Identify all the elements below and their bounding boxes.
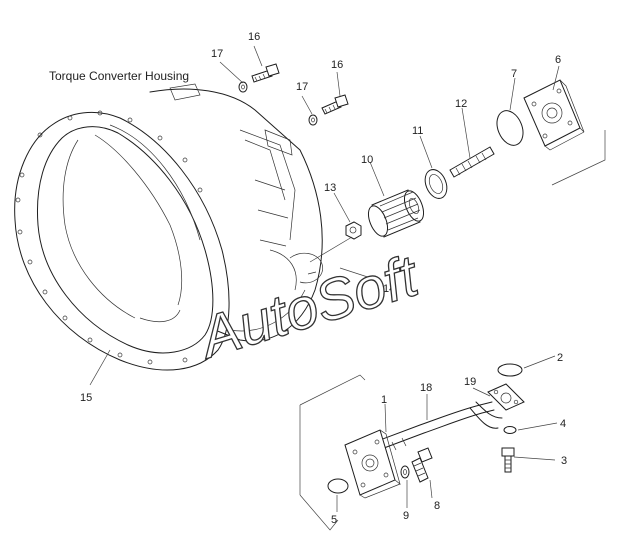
ring-11 [424,169,448,199]
callout-2: 2 [557,352,563,364]
callout-numbers: 17 16 17 16 10 11 12 7 6 13 14 15 2 4 3 … [80,31,567,526]
torque-converter-housing [14,83,323,371]
tube-18 [379,401,503,451]
callout-3: 3 [561,455,567,467]
washer-17-upper [238,81,248,93]
gasket-2 [497,363,523,377]
flange-19 [487,383,525,411]
callout-14: 14 [383,283,395,295]
callout-11: 11 [412,125,423,137]
washer-4 [503,426,517,434]
diagram-caption: Torque Converter Housing [49,69,189,83]
callout-15: 15 [80,392,92,404]
washer-9 [400,465,410,479]
callout-13: 13 [324,182,336,194]
bolt-8 [411,447,433,483]
callout-19: 19 [464,376,476,388]
leader-lines [89,45,606,531]
callout-12: 12 [455,98,467,110]
callout-5: 5 [331,514,337,526]
callout-10: 10 [361,154,373,166]
callout-8: 8 [434,500,440,512]
callout-9: 9 [403,510,409,522]
bolt-16-lower [321,94,349,115]
cover-plate-6 [523,79,585,151]
callout-1: 1 [381,394,387,406]
watermark-text: AutoSoft [190,242,427,371]
bolt-16-upper [251,63,280,83]
callout-17-lower: 17 [296,81,308,93]
callout-16-upper: 16 [248,31,260,43]
stud-12 [449,146,495,178]
callout-17-upper: 17 [211,48,223,60]
flange-1 [344,429,401,499]
o-ring-7 [496,110,524,146]
bolt-3 [501,447,515,473]
nut-13 [345,221,362,240]
port-14 [289,252,324,284]
washer-17-lower [308,114,318,126]
callout-18: 18 [420,382,432,394]
strainer-element-10 [367,189,425,238]
callout-6: 6 [555,54,561,66]
callout-16-lower: 16 [331,59,343,71]
gasket-5 [327,478,349,494]
callout-4: 4 [560,418,566,430]
callout-7: 7 [511,68,517,80]
